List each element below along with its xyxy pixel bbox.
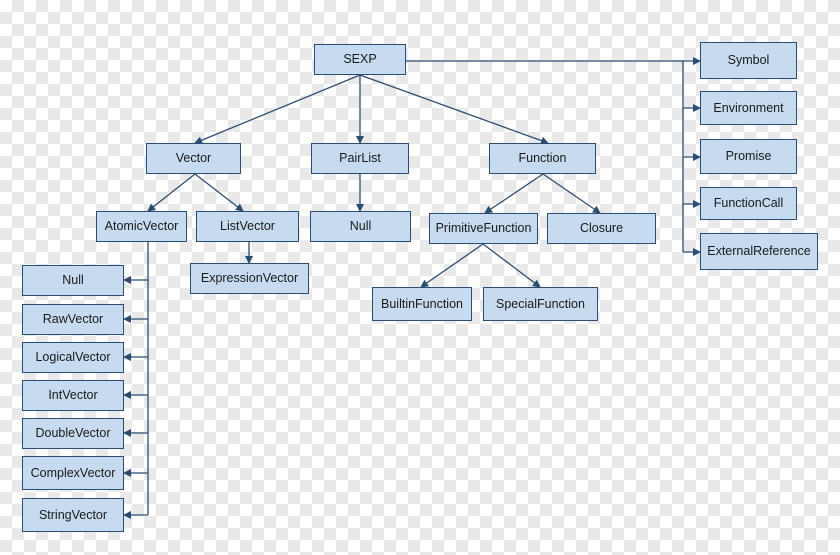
node-raw-vector: RawVector xyxy=(22,304,124,335)
node-closure: Closure xyxy=(547,213,656,244)
node-special-function: SpecialFunction xyxy=(483,287,598,321)
node-pairlist: PairList xyxy=(311,143,409,174)
edge-sexp-function xyxy=(359,74,549,145)
edge-primitive-special xyxy=(482,243,541,288)
node-function-call: FunctionCall xyxy=(700,187,797,220)
edge-function-primitive xyxy=(484,173,544,214)
node-double-vector: DoubleVector xyxy=(22,418,124,449)
node-null-pairlist: Null xyxy=(310,211,411,242)
node-environment: Environment xyxy=(700,91,797,125)
node-string-vector: StringVector xyxy=(22,498,124,532)
edge-vector-atomic xyxy=(147,173,196,212)
node-vector: Vector xyxy=(146,143,241,174)
node-promise: Promise xyxy=(700,139,797,174)
node-logical-vector: LogicalVector xyxy=(22,342,124,373)
node-sexp: SEXP xyxy=(314,44,406,75)
edge-function-closure xyxy=(542,173,601,214)
node-int-vector: IntVector xyxy=(22,380,124,411)
node-builtin-function: BuiltinFunction xyxy=(372,287,472,321)
node-list-vector: ListVector xyxy=(196,211,299,242)
node-expression-vector: ExpressionVector xyxy=(190,263,309,294)
edge-vector-list xyxy=(194,173,244,212)
node-function: Function xyxy=(489,143,596,174)
edge-primitive-builtin xyxy=(420,243,484,288)
node-complex-vector: ComplexVector xyxy=(22,456,124,490)
node-symbol: Symbol xyxy=(700,42,797,79)
node-atomic-vector: AtomicVector xyxy=(96,211,187,242)
node-external-reference: ExternalReference xyxy=(700,233,818,270)
edge-sexp-vector xyxy=(194,74,361,145)
node-primitive-function: PrimitiveFunction xyxy=(429,213,538,244)
node-null-atomic: Null xyxy=(22,265,124,296)
